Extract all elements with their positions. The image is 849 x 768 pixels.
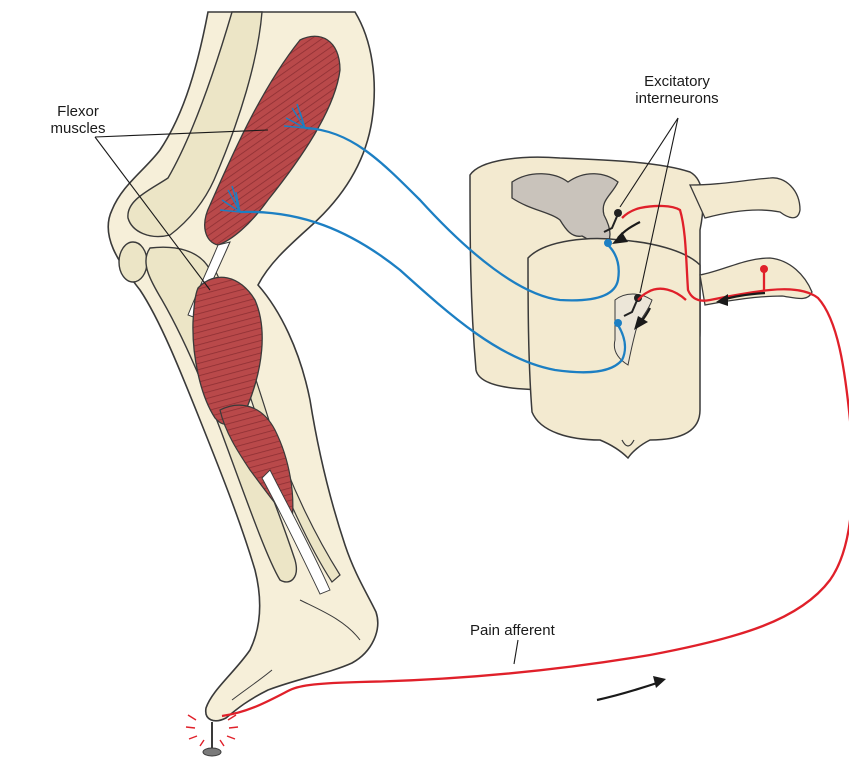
dorsal-root-upper: [690, 178, 800, 218]
flexor-muscles-label-line1: Flexor: [48, 103, 108, 120]
spinal-cord-section: [470, 157, 812, 458]
flexor-muscles-label: Flexor muscles: [48, 103, 108, 137]
flexor-muscles-label-line2: muscles: [48, 120, 108, 137]
pain-afferent-soma: [760, 265, 768, 273]
excitatory-interneurons-label-line1: Excitatory: [622, 73, 732, 90]
excitatory-interneurons-label: Excitatory interneurons: [622, 73, 732, 107]
excitatory-interneurons-label-line2: interneurons: [622, 90, 732, 107]
motor-neuron-soma-lower: [614, 319, 622, 327]
spinal-cord-lower-segment: [528, 239, 700, 458]
pain-afferent-label: Pain afferent: [470, 622, 555, 639]
patella-bone: [119, 242, 147, 282]
motor-neuron-soma-upper: [604, 239, 612, 247]
interneuron-soma-upper: [614, 209, 622, 217]
pin-stimulus: [186, 715, 238, 756]
leg-illustration: [108, 12, 378, 721]
